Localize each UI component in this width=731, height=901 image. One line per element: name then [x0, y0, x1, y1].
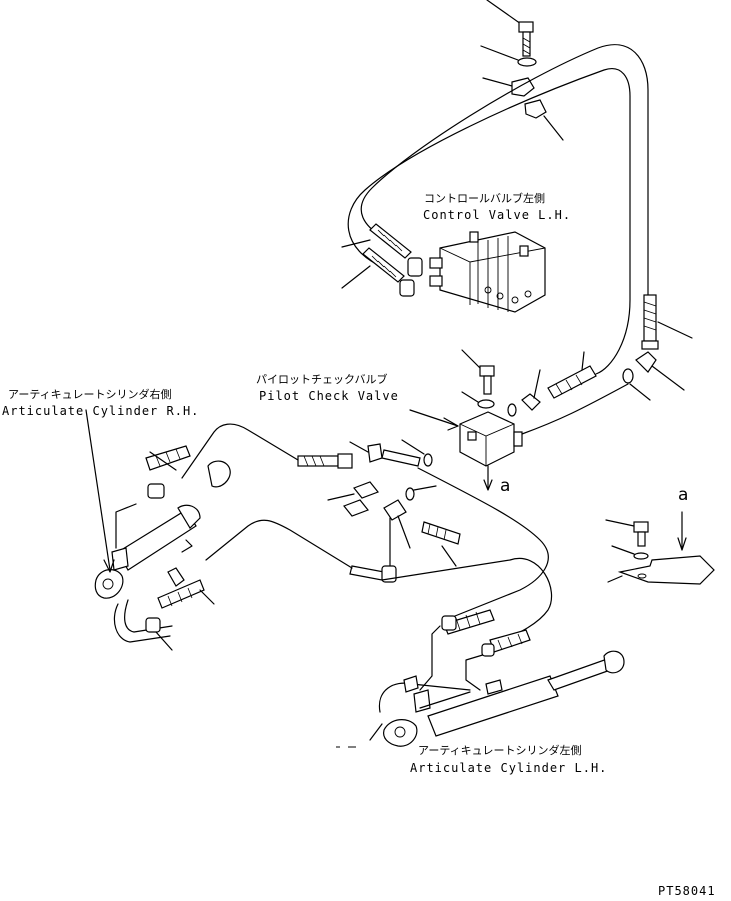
- pilot-check-valve-label-en: Pilot Check Valve: [259, 389, 399, 403]
- rh-cylinder-label-en: Articulate Cylinder R.H.: [2, 404, 200, 418]
- rh-cylinder: [85, 409, 231, 651]
- rh-cylinder-label-jp: アーティキュレートシリンダ右側: [8, 388, 172, 401]
- top-washer: [480, 45, 537, 67]
- control-valve-hoses: [341, 223, 423, 297]
- check-valve-fittings: [297, 439, 461, 583]
- lh-cylinder-label-en: Articulate Cylinder L.H.: [410, 761, 608, 775]
- pilot-check-valve-label-jp: パイロットチェックバルブ: [256, 373, 388, 386]
- view-marker-a-check-valve: a: [500, 476, 512, 496]
- mid-bolt: [461, 349, 495, 409]
- drawing-code: PT58041: [658, 884, 716, 898]
- control-valve-label-jp: コントロールバルブ左側: [424, 192, 545, 205]
- bracket-detail: [605, 511, 715, 585]
- control-valve-label-en: Control Valve L.H.: [423, 208, 572, 222]
- pilot-hose-upper: [347, 44, 649, 375]
- top-clamp: [482, 77, 564, 141]
- control-valve: [429, 231, 546, 313]
- pilot-hose-connector: [507, 351, 597, 417]
- view-marker-a-bracket: a: [678, 485, 690, 505]
- lh-cylinder-label-jp: アーティキュレートシリンダ左側: [418, 744, 582, 757]
- pilot-check-valve: [409, 383, 629, 491]
- right-hose-fitting: [622, 294, 693, 401]
- lh-cylinder: [336, 609, 625, 748]
- cylinder-hoses: [181, 423, 553, 691]
- top-bolt: [486, 0, 534, 57]
